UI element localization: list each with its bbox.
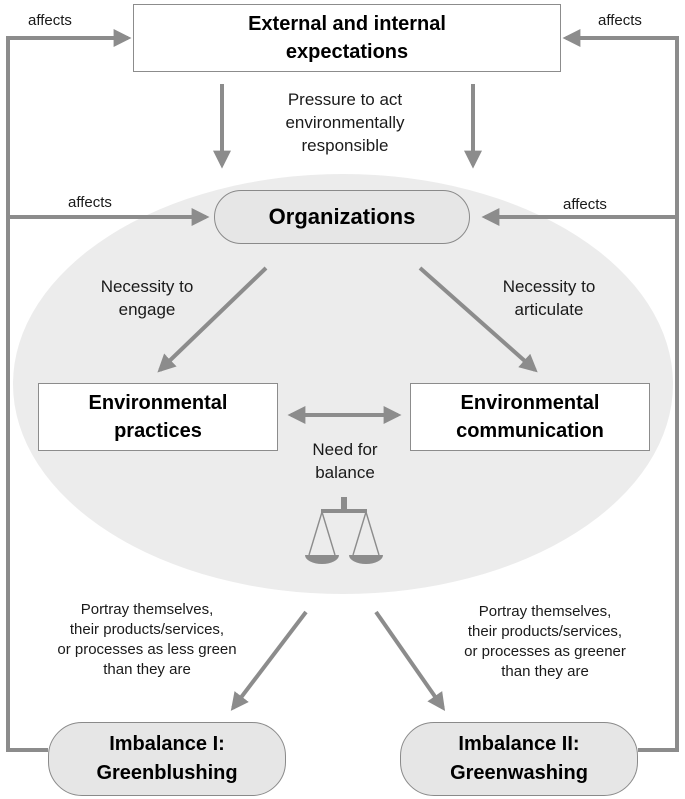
expectations-box: External and internal expectations <box>133 4 561 72</box>
need-for-balance-label: Need for balance <box>312 440 378 482</box>
greenblushing-description: Portray themselves, their products/servi… <box>57 601 237 678</box>
greenblushing-node: Imbalance I: Greenblushing <box>48 722 286 796</box>
greenwashing-node: Imbalance II: Greenwashing <box>400 722 638 796</box>
necessity-articulate-label: Necessity to articulate <box>502 277 596 319</box>
organization-context-ellipse <box>13 174 673 594</box>
pressure-label: Pressure to act environmentally responsi… <box>285 90 405 155</box>
affects-label-mid-right: affects <box>563 196 607 213</box>
balance-scale-icon <box>305 497 383 564</box>
left-feedback-line <box>6 29 132 752</box>
organizations-node: Organizations <box>214 190 470 244</box>
environmental-communication-box: Environmental communication <box>410 383 650 451</box>
right-feedback-line <box>562 29 679 752</box>
greenblushing-arrow <box>230 610 308 711</box>
greenwashing-arrow <box>374 610 446 711</box>
affects-label-top-left: affects <box>28 12 72 29</box>
articulate-arrow <box>418 266 538 373</box>
affects-label-mid-left: affects <box>68 194 112 211</box>
affects-label-top-right: affects <box>598 12 642 29</box>
environmental-practices-box: Environmental practices <box>38 383 278 451</box>
necessity-engage-label: Necessity to engage <box>100 277 194 319</box>
greenwashing-description: Portray themselves, their products/servi… <box>464 603 626 680</box>
engage-arrow <box>157 266 268 373</box>
